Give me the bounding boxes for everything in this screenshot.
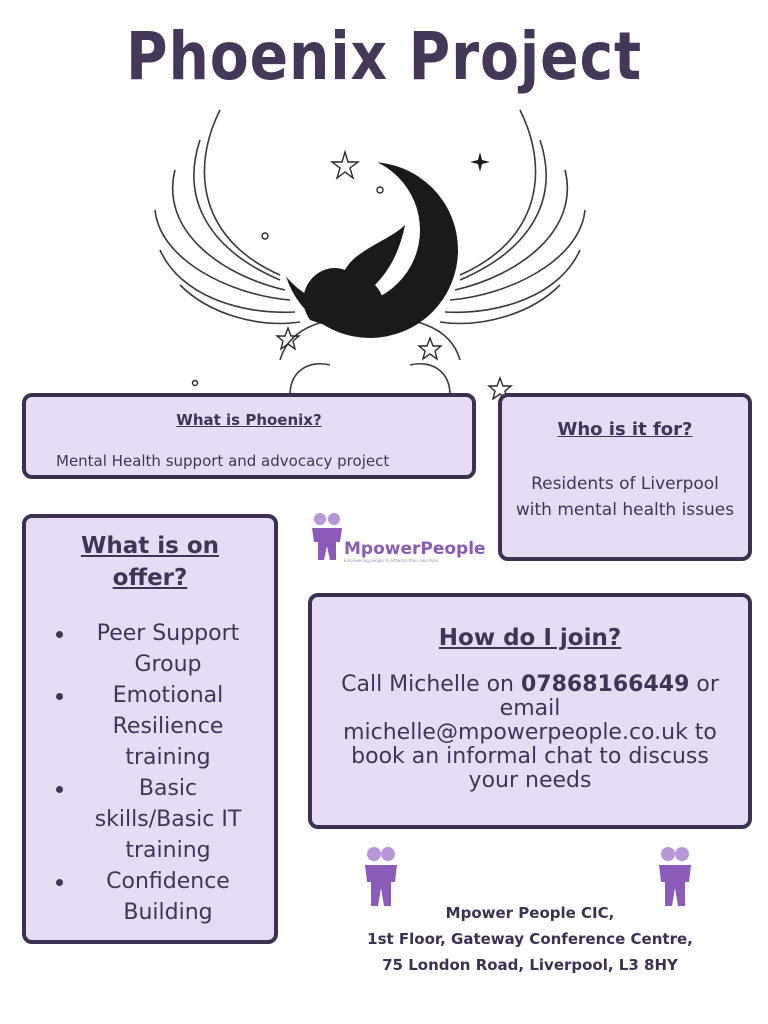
organisation-address: Mpower People CIC, 1st Floor, Gateway Co… <box>330 900 730 978</box>
list-item: Emotional Resilience training <box>56 680 260 773</box>
logo-brand-name: MpowerPeople <box>344 539 486 559</box>
address-line: Mpower People CIC, <box>445 904 615 922</box>
how-do-i-join-text: Call Michelle on 07868166449 or email mi… <box>312 673 748 793</box>
phoenix-illustration <box>154 109 586 400</box>
phone-number: 07868166449 <box>521 672 690 697</box>
join-text-end: or email michelle@mpowerpeople.co.uk to … <box>343 672 719 793</box>
mpower-people-figures-icon <box>659 847 691 906</box>
what-is-on-offer-box: What is on offer? Peer Support Group Emo… <box>22 514 278 944</box>
address-line: 75 London Road, Liverpool, L3 8HY <box>382 956 678 974</box>
who-is-it-for-heading: Who is it for? <box>557 419 693 440</box>
what-is-phoenix-text: Mental Health support and advocacy proje… <box>56 452 390 470</box>
logo-tagline: Empowering people to enhance their own l… <box>344 558 439 563</box>
address-line: 1st Floor, Gateway Conference Centre, <box>367 930 693 948</box>
list-item: Basic skills/Basic IT training <box>56 773 260 866</box>
mpower-people-logo-icon <box>312 513 342 560</box>
page-title: Phoenix Project <box>126 18 642 95</box>
what-is-on-offer-heading: What is on offer? <box>80 533 220 591</box>
offer-list: Peer Support Group Emotional Resilience … <box>26 618 274 928</box>
how-do-i-join-box: How do I join? Call Michelle on 07868166… <box>308 593 752 829</box>
who-is-it-for-text: Residents of Liverpool with mental healt… <box>515 474 735 520</box>
who-is-it-for-box: Who is it for? Residents of Liverpool wi… <box>498 393 752 561</box>
join-text-start: Call Michelle on <box>341 672 521 697</box>
how-do-i-join-heading: How do I join? <box>438 625 622 651</box>
mpower-people-figures-icon <box>365 847 397 906</box>
list-item: Peer Support Group <box>56 618 260 680</box>
list-item: Confidence Building <box>56 866 260 928</box>
what-is-phoenix-heading: What is Phoenix? <box>176 411 322 429</box>
what-is-phoenix-box: What is Phoenix? Mental Health support a… <box>22 393 476 479</box>
